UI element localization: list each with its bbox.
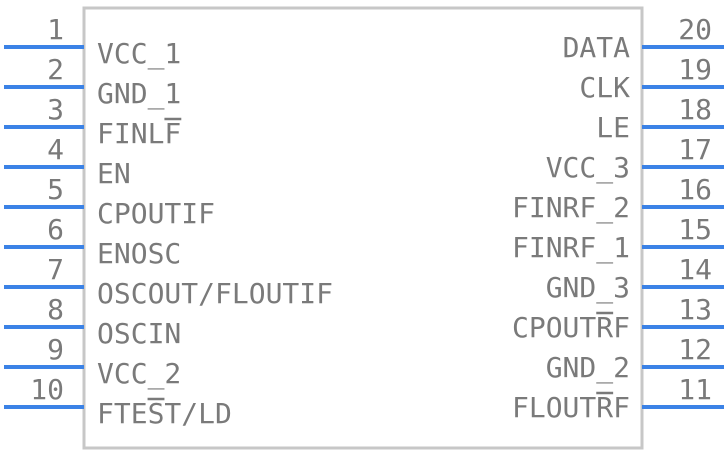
pin-6-number: 6 — [47, 213, 64, 246]
pin-1-number: 1 — [47, 13, 64, 46]
pin-19-number: 19 — [678, 53, 712, 86]
pin-13-number: 13 — [678, 293, 712, 326]
pin-6-label: ENOSC — [97, 237, 181, 270]
pin-10-number: 10 — [30, 373, 64, 406]
pin-17-number: 17 — [678, 133, 712, 166]
pin-11-number: 11 — [678, 373, 712, 406]
pin-10-label: FTEST/LD — [97, 397, 232, 430]
pin-14-number: 14 — [678, 253, 712, 286]
pin-4-label: EN — [97, 157, 131, 190]
pin-5-label: CPOUTIF — [97, 197, 215, 230]
pin-16-number: 16 — [678, 173, 712, 206]
pin-1-label: VCC_1 — [97, 37, 181, 71]
pin-2-number: 2 — [47, 53, 64, 86]
pin-7-label: OSCOUT/FLOUTIF — [97, 277, 333, 310]
pin-2-label: GND_1 — [97, 77, 181, 111]
pin-4-number: 4 — [47, 133, 64, 166]
pin-7-number: 7 — [47, 253, 64, 286]
pin-5-number: 5 — [47, 173, 64, 206]
pin-16-label: FINRF_2 — [512, 191, 630, 225]
pin-3-number: 3 — [47, 93, 64, 126]
pin-14-label: GND_3 — [546, 271, 630, 305]
pin-15-number: 15 — [678, 213, 712, 246]
pin-3-label: FINLF — [97, 117, 181, 150]
pin-9-number: 9 — [47, 333, 64, 366]
pin-19-label: CLK — [579, 71, 630, 104]
pin-13-label: CPOUTRF — [512, 311, 630, 344]
pin-12-number: 12 — [678, 333, 712, 366]
pin-20-label: DATA — [563, 31, 631, 64]
pin-11-label: FLOUTRF — [512, 391, 630, 424]
pin-8-number: 8 — [47, 293, 64, 326]
chip-body — [82, 6, 644, 450]
pin-18-number: 18 — [678, 93, 712, 126]
pin-9-label: VCC_2 — [97, 357, 181, 391]
pin-15-label: FINRF_1 — [512, 231, 630, 265]
pin-18-label: LE — [596, 111, 630, 144]
pin-17-label: VCC_3 — [546, 151, 630, 185]
pin-12-label: GND_2 — [546, 351, 630, 385]
pin-20-number: 20 — [678, 13, 712, 46]
pin-8-label: OSCIN — [97, 317, 181, 350]
